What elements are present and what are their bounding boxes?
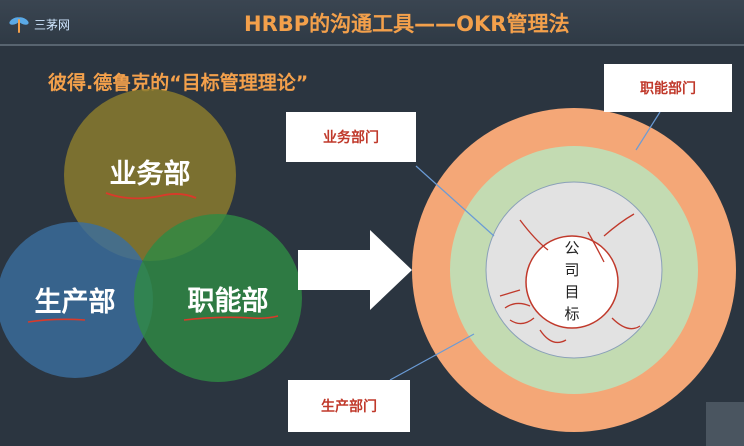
center-char-4: 标: [564, 305, 579, 323]
page-title: HRBP的沟通工具——OKR管理法: [244, 12, 570, 36]
logo: 三茅网: [8, 14, 88, 34]
center-char-2: 司: [564, 261, 579, 279]
connector-line: [415, 165, 495, 237]
underline-mark: [183, 315, 279, 321]
right-arrow: [298, 230, 412, 310]
corner-thumbnail: [706, 402, 744, 446]
center-char-1: 公: [564, 239, 579, 257]
ring-center: [525, 235, 619, 329]
logo-text: 三茅网: [34, 18, 71, 32]
underline-mark: [105, 192, 197, 200]
connector-line: [635, 111, 661, 151]
venn-label-left: 生产部: [35, 286, 116, 318]
venn-circle-left: [0, 222, 153, 378]
venn-circle-right: [134, 214, 302, 382]
center-char-3: 目: [564, 283, 579, 301]
connector-line: [389, 333, 475, 381]
header-bar: 三茅网 HRBP的沟通工具——OKR管理法: [0, 0, 744, 46]
venn-label-right: 职能部: [188, 285, 269, 317]
subtitle: 彼得.德鲁克的“目标管理理论”: [48, 72, 309, 94]
callout-functional-dept: 职能部门: [604, 64, 732, 112]
handwriting-marks: [499, 213, 641, 344]
venn-label-top: 业务部: [110, 158, 191, 190]
callout-business-dept: 业务部门: [286, 112, 416, 162]
underline-mark: [27, 318, 86, 323]
dragonfly-icon: [9, 17, 29, 33]
callout-production-dept: 生产部门: [288, 380, 410, 432]
